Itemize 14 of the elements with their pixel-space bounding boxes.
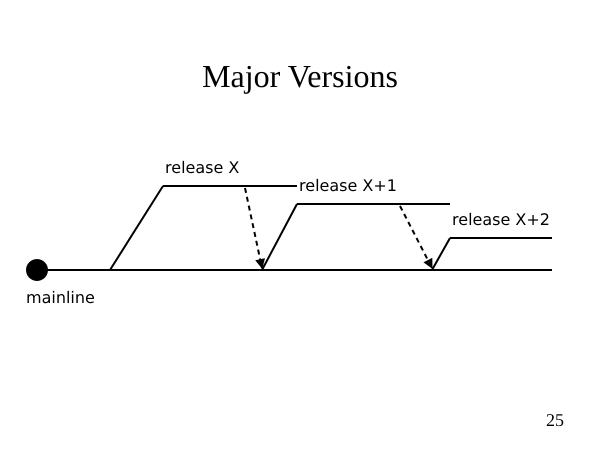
slide-title: Major Versions [201, 58, 399, 95]
branch-line [261, 204, 298, 270]
release-label: release X+1 [299, 177, 397, 195]
merge-arrow [244, 188, 266, 269]
release-branch [450, 211, 552, 239]
branch-line [109, 185, 164, 271]
release-branch [163, 159, 297, 187]
branch-label: mainline [26, 289, 95, 307]
release-label: release X [165, 159, 240, 177]
release-label: release X+2 [452, 211, 550, 229]
branch-line [431, 238, 451, 270]
release-branch [297, 177, 450, 205]
page-number: 25 [546, 410, 564, 431]
merge-arrow [399, 206, 433, 269]
